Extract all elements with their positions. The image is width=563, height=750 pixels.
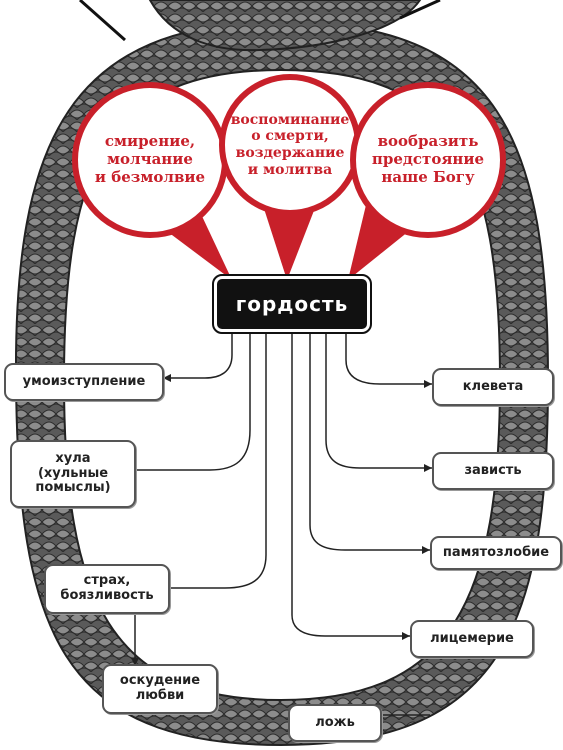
arrowheads (131, 374, 432, 666)
main-node-pride: гордость (212, 274, 372, 334)
serpent-tail-right (399, 0, 441, 20)
node-blasphemy: хула (хульные помыслы) (10, 440, 136, 508)
virtue-text-2: воспоминание о смерти, воздержание и мол… (230, 111, 350, 178)
node-lie: ложь (288, 704, 382, 742)
virtue-text-3: вообразить предстояние наше Богу (371, 132, 485, 186)
serpent-tail-left (79, 0, 126, 42)
node-frenzy: умоизступление (4, 363, 164, 401)
virtue-circle-3 (350, 82, 506, 238)
node-scarcity-of-love: оскудение любви (102, 664, 218, 714)
virtue-text-1: смирение, молчание и безмолвие (94, 132, 206, 186)
connectors (132, 326, 432, 716)
node-slander: клевета (432, 368, 554, 406)
node-envy: зависть (432, 452, 554, 490)
node-fear: страх, боязливость (44, 564, 170, 614)
serpent-head (148, 0, 422, 52)
node-hypocrisy: лицемерие (410, 620, 534, 658)
node-rancor: памятозлобие (430, 536, 562, 570)
